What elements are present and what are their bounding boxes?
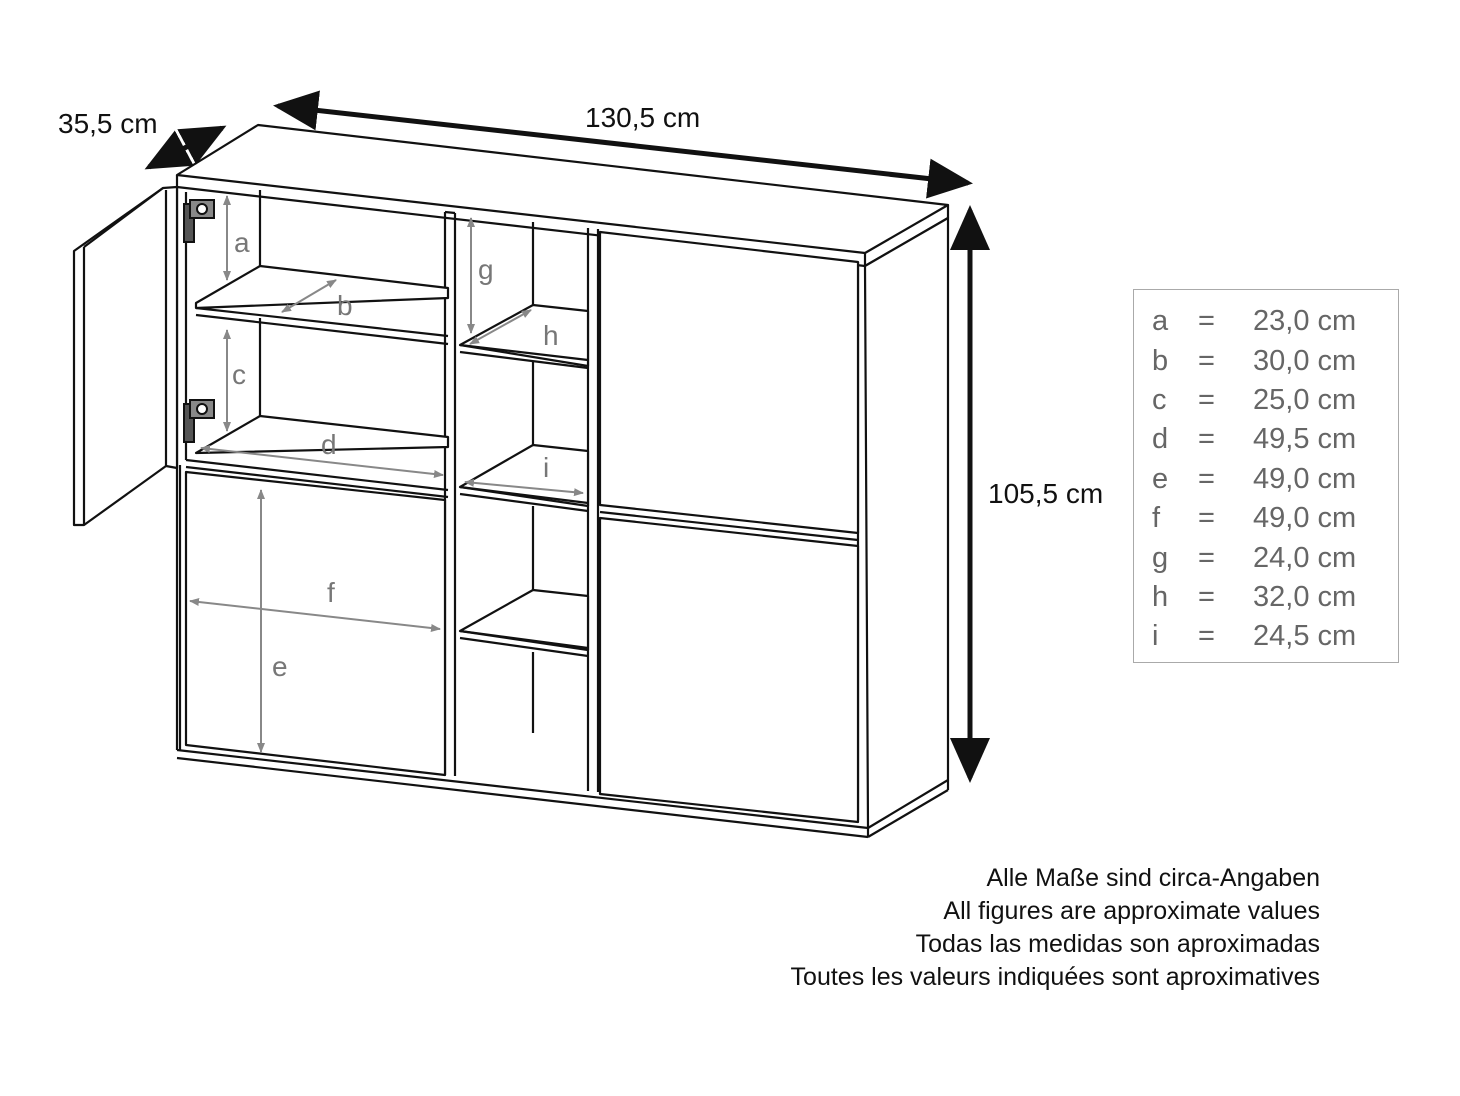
legend-row-e: e = 49,0 cm [1152, 460, 1398, 499]
legend-key: i [1152, 620, 1159, 653]
legend-key: d [1152, 423, 1169, 456]
legend-eq: = [1198, 541, 1215, 574]
height-label: 105,5 cm [988, 478, 1103, 509]
legend-row-c: c = 25,0 cm [1152, 381, 1398, 420]
note-line: Toutes les valeurs indiquées sont aproxi… [790, 963, 1320, 991]
legend-key: b [1152, 344, 1169, 377]
hinge-top [183, 199, 215, 243]
legend-key: a [1152, 305, 1169, 338]
dimension-legend: a = 23,0 cm b = 30,0 cm c = 25,0 cm d = 49,5 cm e = 49… [1133, 289, 1399, 663]
legend-value: 49,0 cm [1253, 462, 1357, 495]
legend-key: g [1152, 541, 1169, 574]
legend-eq: = [1198, 344, 1215, 377]
legend-row-d: d = 49,5 cm [1152, 420, 1398, 459]
hinge-bottom [183, 399, 215, 443]
legend-value: 24,0 cm [1253, 541, 1357, 574]
legend-value: 23,0 cm [1253, 305, 1357, 338]
legend-row-h: h = 32,0 cm [1152, 578, 1398, 617]
legend-value: 49,5 cm [1253, 423, 1357, 456]
marker-a: a [234, 227, 250, 258]
inner-measure-arrows [189, 195, 584, 753]
legend-eq: = [1198, 502, 1215, 535]
measure-i-arrow [464, 478, 584, 497]
marker-c: c [232, 359, 246, 390]
legend-eq: = [1198, 305, 1215, 338]
legend-key: f [1152, 502, 1161, 535]
measure-h-arrow [469, 309, 532, 345]
marker-g: g [478, 254, 494, 285]
note-line: Todas las medidas son aproximadas [915, 930, 1320, 958]
legend-eq: = [1198, 580, 1215, 613]
depth-arrow [144, 125, 227, 170]
marker-f: f [327, 577, 335, 608]
legend-eq: = [1198, 383, 1215, 416]
legend-eq: = [1198, 423, 1215, 456]
marker-d: d [321, 429, 337, 460]
legend-row-f: f = 49,0 cm [1152, 499, 1398, 538]
legend-row-b: b = 30,0 cm [1152, 341, 1398, 380]
measure-d-arrow [200, 445, 444, 478]
dimension-arrows [144, 90, 990, 783]
legend-eq: = [1198, 620, 1215, 653]
legend-value: 32,0 cm [1253, 580, 1357, 613]
legend-key: h [1152, 580, 1169, 613]
legend-key: c [1152, 383, 1167, 416]
legend-row-i: i = 24,5 cm [1152, 617, 1398, 656]
measure-b-arrow [281, 279, 337, 313]
marker-h: h [543, 320, 559, 351]
legend-key: e [1152, 462, 1169, 495]
legend-row-g: g = 24,0 cm [1152, 538, 1398, 577]
measure-f-arrow [189, 598, 441, 632]
depth-label: 35,5 cm [58, 108, 158, 139]
marker-b: b [337, 290, 353, 321]
marker-e: e [272, 651, 288, 682]
note-line: Alle Maße sind circa-Angaben [986, 864, 1321, 892]
legend-value: 49,0 cm [1253, 502, 1357, 535]
legend-value: 30,0 cm [1253, 344, 1357, 377]
legend-value: 24,5 cm [1253, 620, 1357, 653]
legend-value: 25,0 cm [1253, 383, 1357, 416]
width-label: 130,5 cm [585, 102, 700, 133]
legend-eq: = [1198, 462, 1215, 495]
width-arrow [273, 90, 973, 199]
marker-i: i [543, 452, 549, 483]
cabinet-body [72, 123, 950, 839]
note-line: All figures are approximate values [943, 897, 1320, 925]
legend-row-a: a = 23,0 cm [1152, 302, 1398, 341]
